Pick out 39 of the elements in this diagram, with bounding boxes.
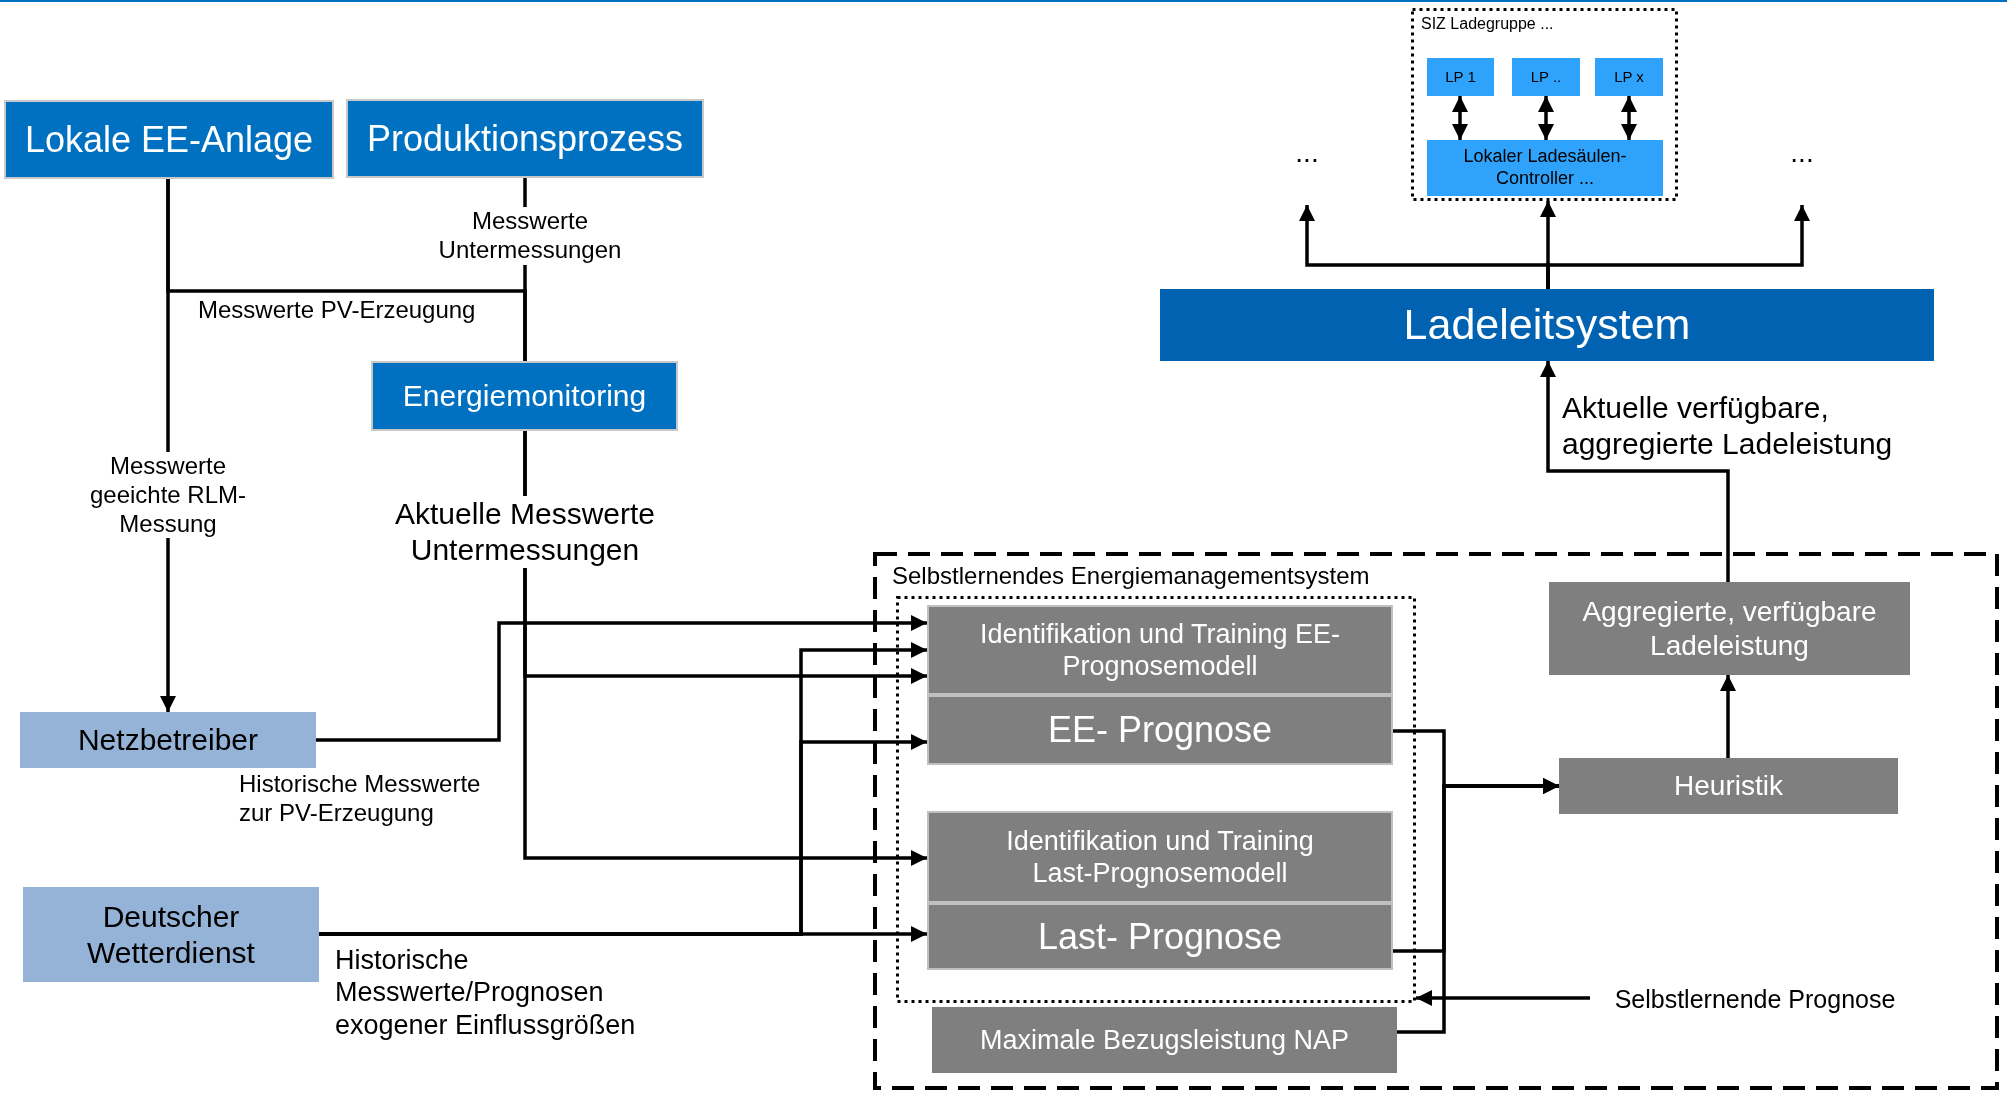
process-box: Maximale Bezugsleistung NAP bbox=[932, 1007, 1397, 1073]
ellipsis-text: ... bbox=[1781, 140, 1823, 205]
process-box: Aggregierte, verfügbare Ladeleistung bbox=[1549, 582, 1910, 675]
edge-label: Historische Messwerte/Prognosen exogener Einflussgrößen bbox=[335, 944, 637, 1042]
source-box: Netzbetreiber bbox=[20, 712, 316, 768]
source-box: Deutscher Wetterdienst bbox=[23, 887, 319, 982]
system-box: Produktionsprozess bbox=[346, 99, 704, 178]
arrow bbox=[316, 615, 927, 742]
arrow bbox=[1538, 96, 1554, 140]
arrow bbox=[1540, 361, 1730, 582]
arrow bbox=[1397, 778, 1559, 1034]
process-box: EE- Prognose bbox=[927, 695, 1393, 765]
edge-label: Messwerte geeichte RLM-Messung bbox=[88, 452, 248, 539]
edge-label: Historische Messwerte zur PV-Erzeugung bbox=[239, 770, 482, 828]
ellipsis-text: ... bbox=[1286, 140, 1328, 205]
arrow bbox=[1621, 96, 1637, 140]
edge-label: Messwerte PV-Erzeugung bbox=[198, 296, 477, 325]
system-box: Energiemonitoring bbox=[371, 361, 678, 431]
group-heading: SIZ Ladegruppe ... bbox=[1421, 14, 1554, 34]
charge-point-box: LP x bbox=[1595, 58, 1663, 96]
system-box: Ladeleitsystem bbox=[1160, 289, 1934, 361]
group-heading: Selbstlernendes Energiemanagementsystem bbox=[892, 562, 1370, 591]
arrow bbox=[1720, 675, 1736, 758]
system-box: Lokale EE-Anlage bbox=[4, 100, 334, 179]
process-box: Identifikation und Training Last-Prognosemodell bbox=[927, 811, 1393, 903]
charge-point-box: LP 1 bbox=[1427, 58, 1494, 96]
arrow bbox=[523, 431, 927, 866]
edge-label: Aktuelle verfügbare, aggregierte Ladeleistung bbox=[1562, 390, 1894, 462]
arrow bbox=[1546, 205, 1810, 289]
annotation-text: Selbstlernende Prognose bbox=[1590, 980, 1920, 1018]
process-box: Heuristik bbox=[1559, 758, 1898, 814]
controller-box: Lokaler Ladesäulen-Controller ... bbox=[1427, 140, 1663, 196]
arrow bbox=[1416, 990, 1590, 1006]
arrow bbox=[319, 926, 927, 942]
process-box: Identifikation und Training EE-Prognosemodell bbox=[927, 605, 1393, 695]
charge-point-box: LP .. bbox=[1512, 58, 1580, 96]
arrow bbox=[1452, 96, 1468, 140]
connector-line bbox=[166, 179, 527, 361]
process-box: Last- Prognose bbox=[927, 903, 1393, 970]
